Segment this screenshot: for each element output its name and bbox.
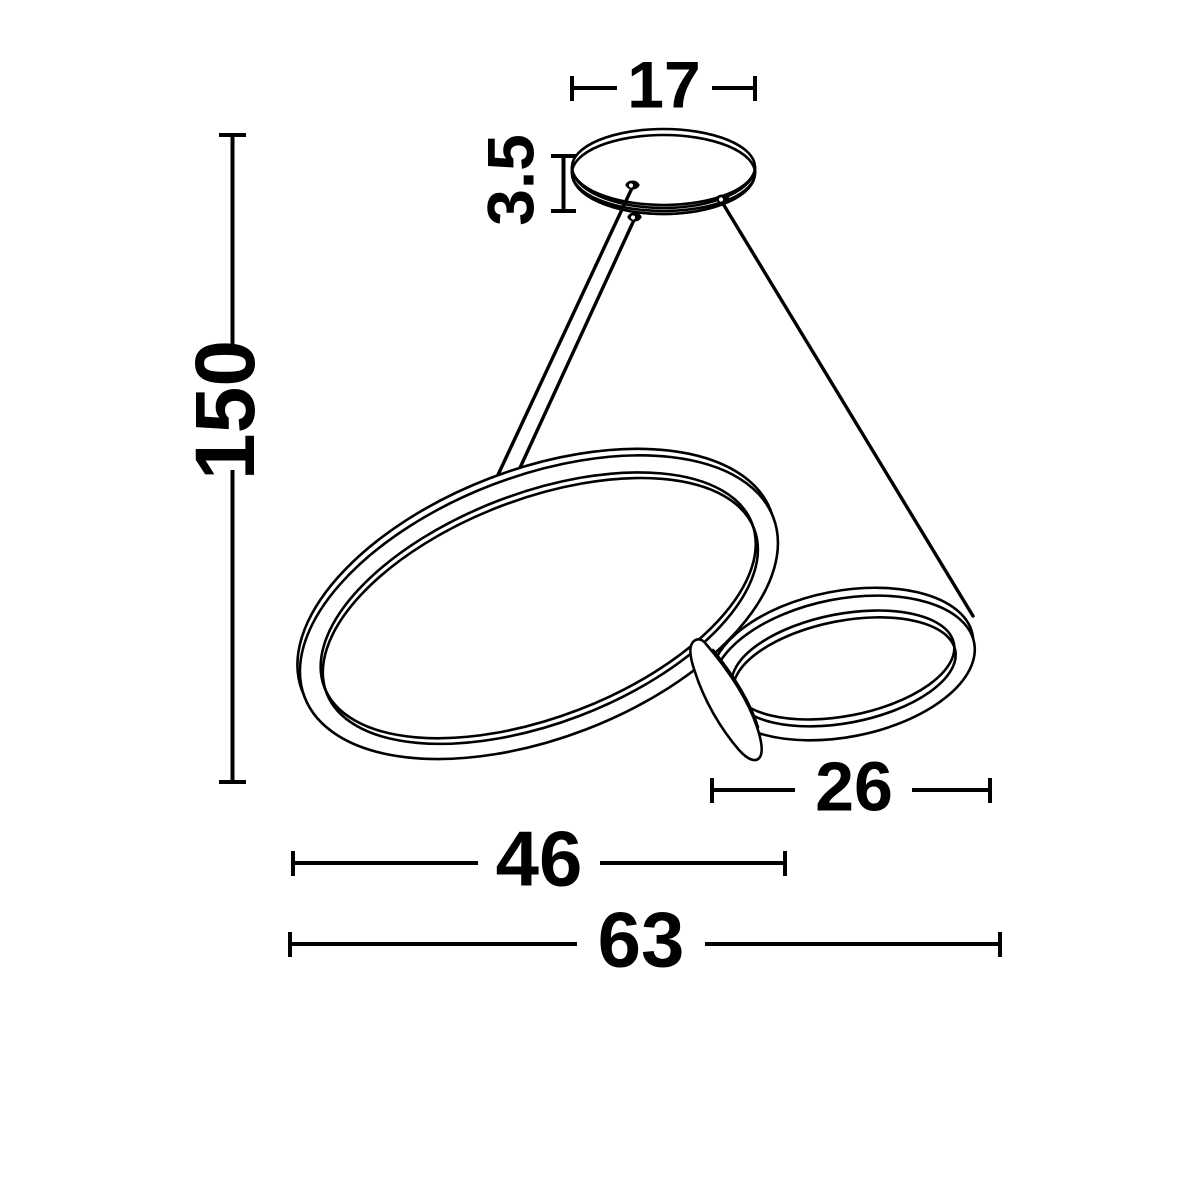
dimension-label-26: 26	[815, 747, 893, 825]
dimension-total-height: 150	[178, 133, 272, 784]
dimension-label-3-5: 3.5	[473, 134, 547, 226]
nipple-right	[715, 194, 730, 204]
nipple-front-left	[627, 212, 642, 222]
small-led-ring	[709, 586, 977, 742]
cable-left-outer	[495, 186, 634, 479]
nipple-left	[625, 180, 640, 190]
dimension-overall-width: 63	[288, 896, 1002, 984]
canopy-bottom-ellipse	[570, 133, 757, 213]
dimension-label-150: 150	[178, 340, 272, 480]
dimension-label-46: 46	[496, 815, 583, 903]
ring-interlock-overlap	[689, 638, 763, 762]
cable-nipples	[625, 180, 730, 222]
dimension-small-ring-width: 26	[710, 747, 992, 825]
cable-right	[720, 200, 975, 618]
dimension-label-17: 17	[627, 47, 700, 121]
canopy-top-ellipse	[570, 127, 757, 207]
dimension-label-63: 63	[598, 896, 685, 984]
cable-front-left	[517, 218, 636, 472]
dimension-large-ring-width: 46	[291, 815, 787, 903]
dimension-canopy-diameter: 17	[570, 47, 757, 121]
large-ring-inner-hole-lower	[321, 476, 760, 746]
ceiling-canopy	[570, 127, 757, 216]
dimension-canopy-height: 3.5	[473, 134, 576, 226]
large-led-ring	[296, 447, 780, 761]
